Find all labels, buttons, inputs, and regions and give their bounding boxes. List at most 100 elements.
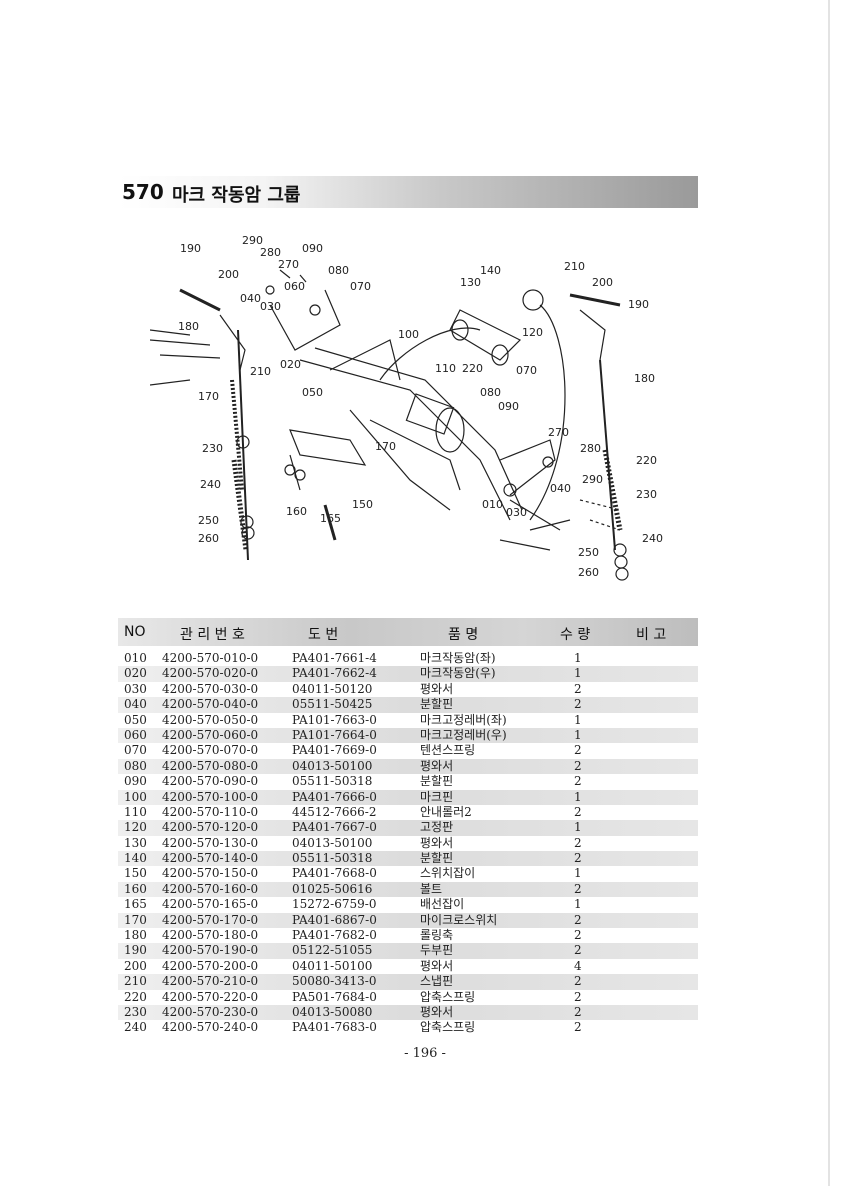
row-drawing-number: 15272-6759-0 bbox=[292, 897, 377, 912]
row-quantity: 1 bbox=[574, 727, 582, 742]
callout-label: 080 bbox=[480, 386, 501, 399]
callout-label: 180 bbox=[634, 372, 655, 385]
row-quantity: 2 bbox=[574, 974, 582, 989]
row-management-number: 4200-570-030-0 bbox=[162, 681, 259, 696]
row-management-number: 4200-570-010-0 bbox=[162, 651, 259, 665]
row-no: 110 bbox=[124, 804, 147, 819]
callout-label: 290 bbox=[582, 473, 603, 486]
row-management-number: 4200-570-170-0 bbox=[162, 912, 259, 927]
row-part-name: 마이크로스위치 bbox=[420, 912, 498, 927]
callout-label: 120 bbox=[522, 326, 543, 339]
row-quantity: 2 bbox=[574, 743, 582, 758]
row-part-name: 마크작동암(우) bbox=[420, 666, 496, 681]
row-no: 020 bbox=[124, 666, 147, 681]
callout-label: 160 bbox=[286, 505, 307, 518]
row-quantity: 2 bbox=[574, 774, 582, 789]
header-no: NO bbox=[124, 624, 146, 640]
page-number: - 196 - bbox=[404, 1046, 446, 1061]
callout-label: 050 bbox=[302, 386, 323, 399]
row-management-number: 4200-570-050-0 bbox=[162, 712, 259, 727]
row-part-name: 볼트 bbox=[420, 881, 443, 896]
row-quantity: 4 bbox=[574, 958, 582, 973]
header-quantity: 수 량 bbox=[560, 627, 591, 643]
row-no: 050 bbox=[124, 712, 147, 727]
callout-label: 090 bbox=[302, 242, 323, 255]
row-drawing-number: 04013-50080 bbox=[292, 1004, 373, 1019]
callout-label: 170 bbox=[198, 390, 219, 403]
row-quantity: 1 bbox=[574, 666, 582, 681]
callout-label: 130 bbox=[460, 276, 481, 289]
row-drawing-number: PA401-7668-0 bbox=[292, 866, 377, 881]
row-no: 240 bbox=[124, 1020, 147, 1035]
row-quantity: 2 bbox=[574, 697, 582, 712]
row-part-name: 압축스프링 bbox=[420, 1020, 476, 1035]
row-part-name: 평와서 bbox=[420, 958, 454, 973]
row-drawing-number: PA401-7667-0 bbox=[292, 820, 377, 835]
row-management-number: 4200-570-090-0 bbox=[162, 774, 259, 789]
callout-label: 040 bbox=[240, 292, 261, 305]
callout-label: 110 bbox=[435, 362, 456, 375]
row-no: 190 bbox=[124, 943, 147, 958]
row-no: 230 bbox=[124, 1004, 147, 1019]
row-part-name: 분할핀 bbox=[420, 851, 454, 866]
section-number: 570 bbox=[122, 180, 164, 204]
callout-label: 090 bbox=[498, 400, 519, 413]
section-title-bar: 570 마크 작동암 그룹 bbox=[118, 176, 698, 208]
row-quantity: 1 bbox=[574, 651, 582, 665]
row-drawing-number: 05511-50318 bbox=[292, 851, 373, 866]
row-drawing-number: PA101-7664-0 bbox=[292, 727, 377, 742]
callout-label: 280 bbox=[260, 246, 281, 259]
callout-label: 210 bbox=[250, 365, 271, 378]
callout-label: 080 bbox=[328, 264, 349, 277]
row-management-number: 4200-570-220-0 bbox=[162, 989, 259, 1004]
row-part-name: 평와서 bbox=[420, 681, 454, 696]
row-management-number: 4200-570-120-0 bbox=[162, 820, 259, 835]
header-drawing-number: 도 번 bbox=[308, 627, 339, 643]
row-part-name: 분할핀 bbox=[420, 774, 454, 789]
row-management-number: 4200-570-165-0 bbox=[162, 897, 259, 912]
row-drawing-number: 01025-50616 bbox=[292, 881, 373, 896]
callout-label: 040 bbox=[550, 482, 571, 495]
callout-label: 180 bbox=[178, 320, 199, 333]
row-no: 060 bbox=[124, 727, 147, 742]
callout-label: 170 bbox=[375, 440, 396, 453]
callout-label: 150 bbox=[352, 498, 373, 511]
callout-label: 280 bbox=[580, 442, 601, 455]
row-drawing-number: PA401-7666-0 bbox=[292, 789, 377, 804]
callout-label: 165 bbox=[320, 512, 341, 525]
row-management-number: 4200-570-130-0 bbox=[162, 835, 259, 850]
row-part-name: 압축스프링 bbox=[420, 989, 476, 1004]
row-drawing-number: PA401-7661-4 bbox=[292, 651, 377, 665]
row-part-name: 안내롤러2 bbox=[420, 804, 472, 819]
row-part-name: 마크고정레버(우) bbox=[420, 727, 507, 742]
row-no: 080 bbox=[124, 758, 147, 773]
row-part-name: 마크작동암(좌) bbox=[420, 651, 496, 665]
section-title: 마크 작동암 그룹 bbox=[172, 185, 301, 206]
row-quantity: 1 bbox=[574, 820, 582, 835]
row-drawing-number: PA501-7684-0 bbox=[292, 989, 377, 1004]
row-no: 010 bbox=[124, 651, 147, 665]
row-quantity: 2 bbox=[574, 758, 582, 773]
callout-label: 250 bbox=[198, 514, 219, 527]
callout-label: 230 bbox=[636, 488, 657, 501]
row-quantity: 2 bbox=[574, 804, 582, 819]
callout-label: 190 bbox=[628, 298, 649, 311]
row-quantity: 2 bbox=[574, 851, 582, 866]
row-drawing-number: PA401-7683-0 bbox=[292, 1020, 377, 1035]
row-no: 040 bbox=[124, 697, 147, 712]
